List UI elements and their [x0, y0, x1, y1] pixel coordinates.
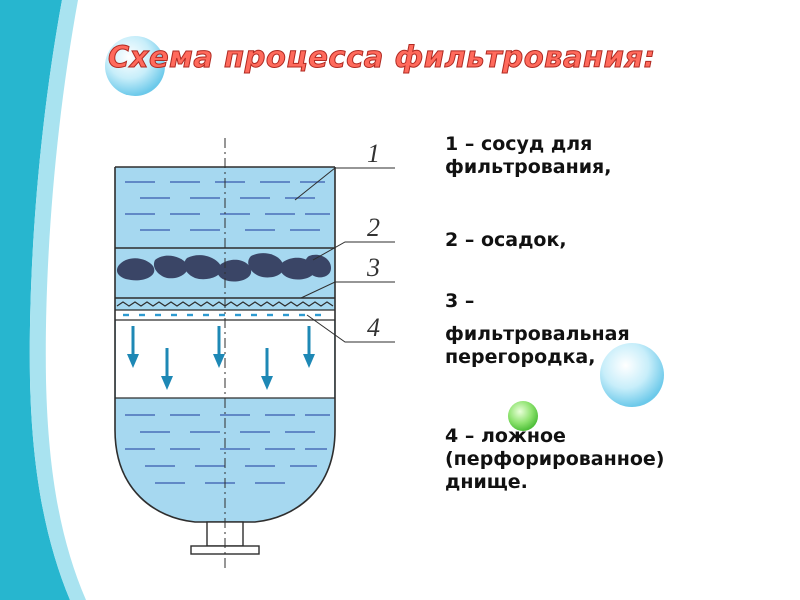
flow-arrow — [213, 326, 225, 368]
legend-line: 4 – ложное — [445, 425, 566, 447]
legend-line: 2 – осадок, — [445, 229, 567, 251]
blue-bubble-decoration — [105, 36, 165, 96]
legend-item-1: 1 – сосуд для фильтрования, — [445, 133, 785, 179]
slide-title: Схема процесса фильтрования: — [108, 40, 656, 75]
diagram-label-4: 4 — [367, 313, 380, 342]
legend-line: 1 – сосуд для — [445, 133, 593, 155]
liquid-waves-bottom — [125, 414, 330, 484]
legend-item-2: 2 – осадок, — [445, 229, 785, 252]
legend-line: 3 – — [445, 290, 475, 312]
flow-arrow — [161, 348, 173, 390]
filtration-diagram: 1 2 3 4 — [114, 138, 395, 570]
blue-bubble-decoration — [600, 343, 664, 407]
flow-arrow — [127, 326, 139, 368]
legend-line: фильтровальная — [445, 323, 630, 345]
legend-line: (перфорированное) — [445, 448, 665, 470]
diagram-label-3: 3 — [366, 253, 380, 282]
liquid-waves-top — [125, 181, 330, 231]
legend-line: днище. — [445, 471, 528, 493]
flow-arrows — [127, 326, 315, 390]
legend-line: фильтрования, — [445, 156, 612, 178]
diagram-label-1: 1 — [367, 139, 380, 168]
legend-line: перегородка, — [445, 346, 596, 368]
legend-item-3: 3 – фильтровальная перегородка, — [445, 290, 785, 369]
flow-arrow — [261, 348, 273, 390]
diagram-label-2: 2 — [367, 213, 380, 242]
sediment-layer — [116, 253, 331, 282]
left-light-band — [29, 0, 86, 600]
left-teal-band — [0, 0, 70, 600]
flow-arrow — [303, 326, 315, 368]
legend-item-4: 4 – ложное (перфорированное) днище. — [445, 425, 785, 494]
green-bubble-decoration — [508, 401, 538, 431]
